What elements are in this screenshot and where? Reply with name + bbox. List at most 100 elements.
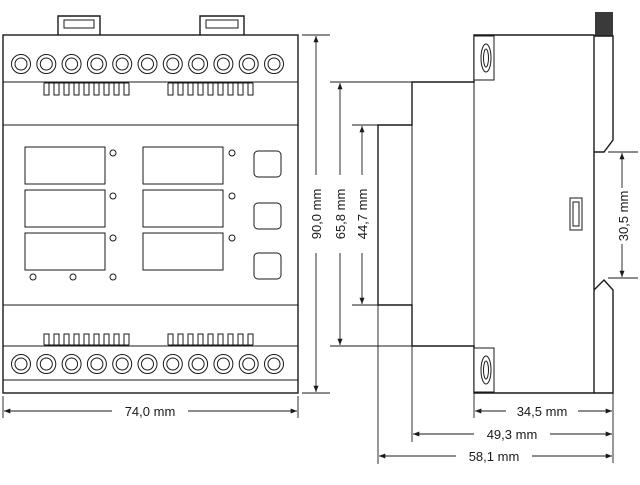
dimension-depth-2: 49,3 mm bbox=[411, 346, 612, 442]
terminal-screw bbox=[61, 54, 82, 74]
led-indicator bbox=[228, 234, 236, 242]
top-clip-left-slot bbox=[63, 19, 95, 29]
label-background bbox=[456, 448, 532, 464]
side-top-block bbox=[595, 12, 613, 36]
terminal-screw-head bbox=[115, 57, 129, 71]
label-width-front: 74,0 mm bbox=[125, 404, 176, 419]
terminal-screw-head bbox=[242, 57, 256, 71]
side-profile-outline bbox=[377, 34, 595, 394]
dimension-rail-height: 30,5 mm bbox=[608, 151, 638, 279]
side-view bbox=[377, 12, 614, 394]
terminal-screw bbox=[264, 354, 284, 374]
label-height-mid: 65,8 mm bbox=[333, 189, 348, 240]
terminal-screw bbox=[238, 54, 259, 74]
terminal-screw bbox=[238, 354, 259, 374]
display-left-2 bbox=[24, 189, 106, 228]
top-clip-right bbox=[199, 15, 245, 35]
terminal-screw-head bbox=[166, 57, 180, 71]
terminal-screw-head bbox=[39, 57, 53, 71]
label-background bbox=[112, 403, 188, 419]
label-depth-3: 58,1 mm bbox=[469, 449, 520, 464]
terminal-screw-head bbox=[141, 57, 154, 71]
display-right-2 bbox=[142, 189, 224, 228]
terminal-screw bbox=[11, 354, 31, 374]
terminal-screw bbox=[264, 54, 284, 74]
label-height-total: 90,0 mm bbox=[309, 189, 324, 240]
terminal-screw bbox=[86, 54, 107, 74]
terminal-screw bbox=[11, 54, 31, 74]
terminal-screw bbox=[36, 54, 57, 74]
terminal-screw-head bbox=[166, 357, 180, 371]
terminal-screw-head bbox=[14, 57, 28, 71]
upper-terminal-screws bbox=[11, 54, 284, 74]
led-indicator bbox=[69, 273, 77, 281]
terminal-screw bbox=[112, 354, 133, 374]
display-left-3 bbox=[24, 232, 106, 271]
din-clip-upper bbox=[594, 35, 614, 153]
front-button-1 bbox=[253, 150, 282, 178]
terminal-screw-head bbox=[267, 57, 281, 71]
terminal-screw bbox=[137, 54, 158, 74]
dimension-depth-3: 58,1 mm bbox=[377, 305, 612, 464]
terminal-screw bbox=[162, 354, 183, 374]
terminal-screw bbox=[213, 354, 234, 374]
side-screw-bottom-inner bbox=[483, 360, 489, 380]
label-height-inner: 44,7 mm bbox=[355, 189, 370, 240]
terminal-screw bbox=[61, 354, 82, 374]
terminal-screw bbox=[213, 54, 234, 74]
front-view bbox=[2, 15, 299, 394]
front-button-3 bbox=[253, 252, 282, 280]
terminal-screw-head bbox=[39, 357, 53, 371]
terminal-screw bbox=[188, 54, 209, 74]
label-background bbox=[308, 175, 324, 253]
din-clip-lower bbox=[593, 278, 614, 394]
side-screw-bottom bbox=[480, 355, 492, 385]
terminal-screw bbox=[162, 54, 183, 74]
terminal-screw bbox=[36, 354, 57, 374]
display-right-1 bbox=[142, 146, 224, 185]
display-left-1 bbox=[24, 146, 106, 185]
display-right-3 bbox=[142, 232, 224, 271]
front-button-2 bbox=[253, 202, 282, 230]
housing-outline bbox=[2, 34, 299, 394]
terminal-screw bbox=[112, 54, 133, 74]
label-background bbox=[506, 403, 578, 419]
terminal-screw-head bbox=[191, 357, 205, 371]
lower-terminal-screws bbox=[11, 354, 284, 374]
terminal-screw-head bbox=[191, 57, 205, 71]
led-indicator bbox=[109, 234, 117, 242]
led-indicator bbox=[109, 149, 117, 157]
side-screw-top-inner bbox=[483, 48, 489, 68]
dimension-height-total: 90,0 mm bbox=[302, 34, 330, 394]
terminal-screw bbox=[188, 354, 209, 374]
dimension-height-mid: 65,8 mm bbox=[330, 81, 412, 347]
dimension-height-inner: 44,7 mm bbox=[352, 124, 378, 306]
label-depth-2: 49,3 mm bbox=[487, 427, 538, 442]
terminal-screw-head bbox=[115, 357, 129, 371]
terminal-screw-head bbox=[216, 357, 230, 371]
terminal-screw-head bbox=[65, 57, 79, 71]
terminal-screw-head bbox=[242, 357, 256, 371]
top-clip-left bbox=[57, 15, 101, 35]
terminal-screw-head bbox=[90, 57, 104, 71]
terminal-screw bbox=[137, 354, 158, 374]
label-rail-height: 30,5 mm bbox=[616, 191, 631, 242]
dimension-depth-1: 34,5 mm bbox=[473, 393, 614, 463]
led-indicator bbox=[109, 273, 117, 281]
terminal-screw-head bbox=[141, 357, 154, 371]
dimension-front-width: 74,0 mm bbox=[2, 396, 299, 419]
upper-terminal-comb bbox=[43, 82, 254, 96]
terminal-screw-head bbox=[216, 57, 230, 71]
label-background bbox=[354, 175, 370, 253]
label-background bbox=[332, 175, 348, 253]
side-latch-inner bbox=[572, 201, 580, 227]
label-background bbox=[474, 426, 550, 442]
side-screw-top bbox=[480, 43, 492, 73]
terminal-screw bbox=[86, 354, 107, 374]
terminal-screw-head bbox=[267, 357, 281, 371]
label-background bbox=[614, 188, 630, 244]
led-indicator bbox=[109, 192, 117, 200]
terminal-screw-head bbox=[65, 357, 79, 371]
